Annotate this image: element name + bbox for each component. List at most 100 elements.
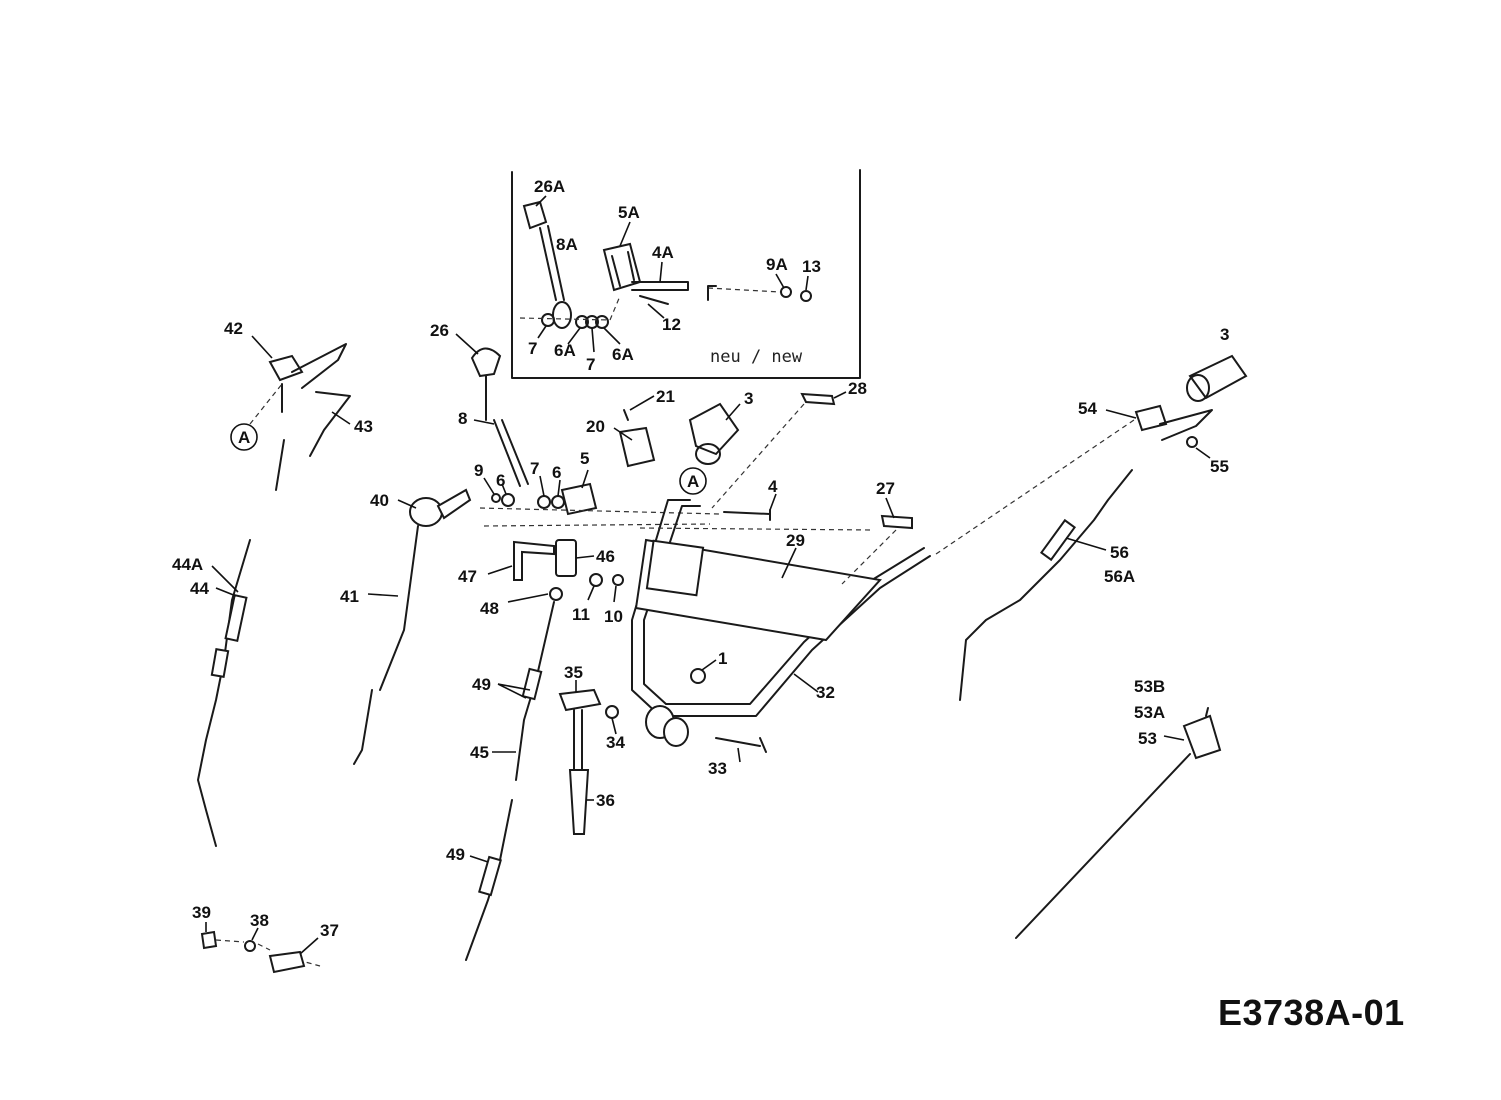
rod-41 bbox=[353, 525, 419, 765]
nut-44a bbox=[210, 647, 230, 679]
callout-27: 27 bbox=[876, 479, 895, 498]
callout-32: 1 bbox=[718, 649, 727, 668]
adjuster-44 bbox=[224, 594, 248, 642]
gear-lever-group: 26 8 9 6 7 6 5 bbox=[430, 321, 721, 527]
callout-26: 26 bbox=[430, 321, 449, 340]
leader-6a-b bbox=[603, 327, 621, 345]
inset-bracket-slot bbox=[611, 251, 635, 287]
cable-45 bbox=[465, 601, 555, 961]
throttle-group: 40 41 bbox=[340, 488, 472, 765]
callout-4: 4 bbox=[768, 477, 778, 496]
leader-4 bbox=[769, 493, 777, 511]
pivot-group: 1 35 34 33 36 bbox=[558, 649, 767, 835]
small-parts-centerline bbox=[215, 939, 321, 967]
callout-44: 44 bbox=[190, 579, 209, 598]
callout-8a: 8A bbox=[556, 235, 578, 254]
leader-9a bbox=[775, 273, 785, 289]
throttle-40 bbox=[409, 497, 443, 527]
grip-3-center bbox=[688, 402, 740, 456]
callout-33: 33 bbox=[708, 759, 727, 778]
lever-plate-42 bbox=[291, 343, 347, 389]
washer-6a bbox=[501, 493, 515, 507]
leader-56 bbox=[1065, 537, 1107, 551]
callout-42: 42 bbox=[224, 319, 243, 338]
leader-49-upper bbox=[497, 683, 531, 699]
callout-34: 34 bbox=[606, 733, 625, 752]
callout-28: 28 bbox=[848, 379, 867, 398]
leader-6a bbox=[501, 483, 507, 495]
inset-bracket-5a bbox=[602, 242, 642, 292]
callout-53a: 53A bbox=[1134, 703, 1165, 722]
callout-36: 36 bbox=[596, 791, 615, 810]
lever-block-53 bbox=[1182, 714, 1222, 760]
drawing-code: E3738A-01 bbox=[1218, 992, 1405, 1033]
leader-6b bbox=[557, 479, 561, 497]
leader-1 bbox=[793, 673, 819, 693]
callout-37: 37 bbox=[320, 921, 339, 940]
inset-washer-6a-b bbox=[595, 315, 609, 329]
washer-34 bbox=[605, 705, 619, 719]
rod-43 bbox=[309, 391, 351, 457]
callout-6a-a: 6A bbox=[554, 341, 576, 360]
washer-48 bbox=[549, 587, 563, 601]
leader-5 bbox=[581, 469, 589, 489]
grip-36 bbox=[568, 769, 590, 835]
callout-6a-b: 6A bbox=[612, 345, 634, 364]
inset-washer-6a-a bbox=[575, 315, 589, 329]
callout-54: 54 bbox=[1078, 399, 1097, 418]
callout-55: 55 bbox=[1210, 457, 1229, 476]
callout-53: 53 bbox=[1138, 729, 1157, 748]
callout-26a: 26A bbox=[534, 177, 565, 196]
leader-38 bbox=[251, 927, 259, 941]
callout-6a: 6 bbox=[496, 471, 505, 490]
console-box bbox=[645, 539, 705, 597]
lever-53-group: 53B 53A 53 bbox=[1015, 677, 1222, 939]
washer-7 bbox=[537, 495, 551, 509]
inset-lever-eye bbox=[552, 301, 572, 329]
callout-46: 46 bbox=[596, 547, 615, 566]
washer-6b bbox=[551, 495, 565, 509]
right-handle-group: 3 54 55 56 56A bbox=[959, 325, 1248, 701]
leader-55 bbox=[1195, 447, 1211, 459]
leader-21 bbox=[629, 395, 655, 411]
pivot-bushing-b bbox=[663, 717, 689, 747]
callout-20: 20 bbox=[586, 417, 605, 436]
grip-3-center-end bbox=[695, 443, 721, 465]
leader-13 bbox=[805, 275, 809, 291]
callout-45: 45 bbox=[470, 743, 489, 762]
inset-bolt-end bbox=[707, 285, 717, 301]
leader-46 bbox=[575, 555, 595, 559]
nut-55 bbox=[1186, 436, 1198, 448]
left-cable-assembly: 42 A 43 44A 44 bbox=[172, 319, 373, 847]
bolt-4 bbox=[723, 509, 771, 521]
leader-8 bbox=[473, 419, 495, 425]
leader-54 bbox=[1105, 409, 1137, 419]
adjuster-49-upper bbox=[521, 667, 543, 701]
callout-12: 12 bbox=[662, 315, 681, 334]
inset-lever-8a bbox=[539, 225, 565, 301]
bracket-47 bbox=[513, 540, 555, 581]
callout-56a: 56A bbox=[1104, 567, 1135, 586]
ref-line-a-left bbox=[249, 383, 283, 425]
leader-44a bbox=[211, 565, 239, 593]
leader-26a bbox=[535, 195, 547, 207]
rod-53 bbox=[1015, 753, 1191, 939]
clamp-54 bbox=[1134, 404, 1168, 432]
cable-upper bbox=[275, 383, 285, 491]
lever-8 bbox=[485, 375, 529, 487]
label-27 bbox=[880, 514, 913, 530]
callout-39: 39 bbox=[192, 903, 211, 922]
inset-pin-4a bbox=[631, 281, 689, 291]
inset-centerline bbox=[519, 287, 781, 321]
adjuster-49-lower bbox=[478, 855, 502, 897]
leader-26 bbox=[455, 333, 479, 355]
throttle-handle-40 bbox=[436, 488, 472, 520]
leader-4a bbox=[659, 261, 663, 283]
bolt-39 bbox=[200, 930, 218, 950]
nut-32 bbox=[690, 668, 706, 684]
leader-32 bbox=[701, 659, 717, 671]
leader-7b bbox=[591, 327, 595, 353]
callout-4a: 4A bbox=[652, 243, 674, 262]
callout-29: 29 bbox=[786, 531, 805, 550]
